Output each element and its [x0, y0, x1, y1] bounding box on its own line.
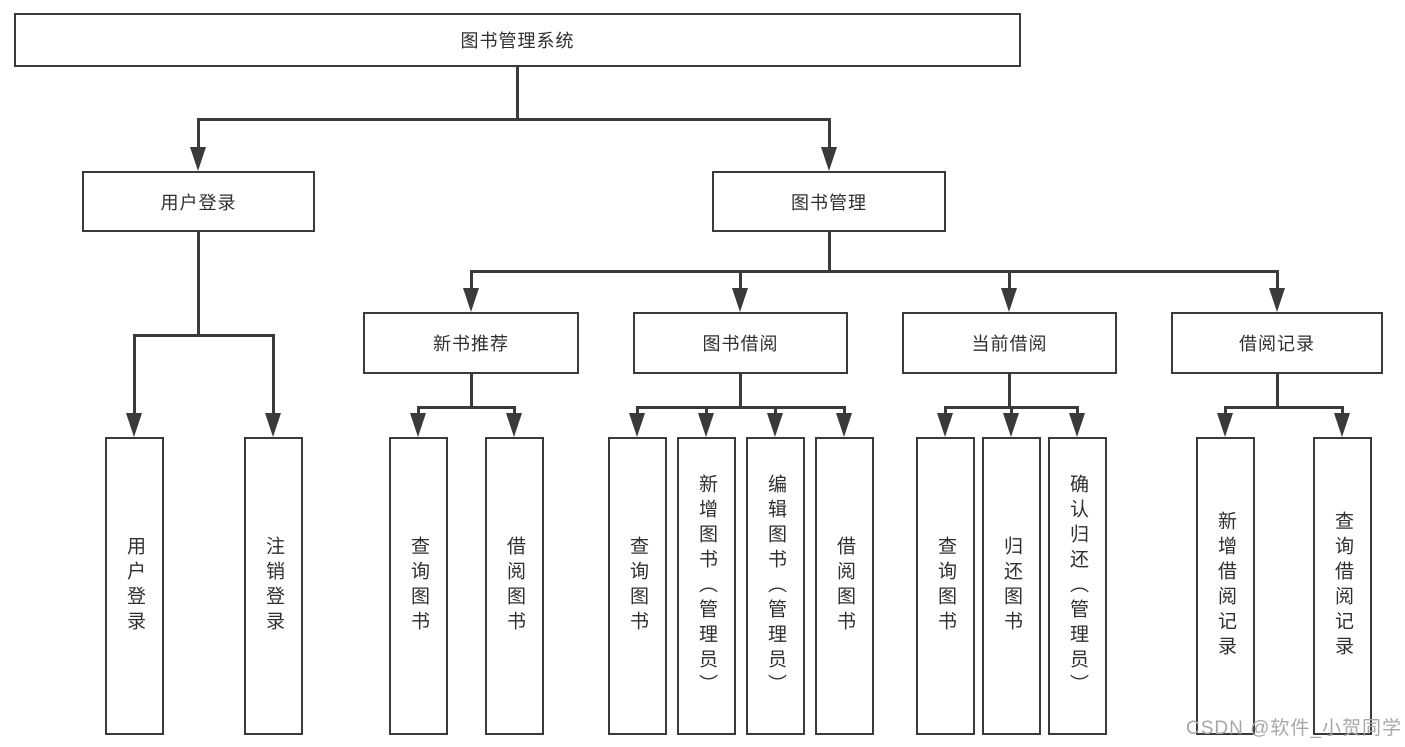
connector-to-leaf [636, 406, 639, 416]
node-library-management-system: 图书管理系统 [14, 13, 1021, 67]
arrowhead-down-icon [732, 288, 748, 312]
connector-book-borrow-stem [739, 374, 742, 409]
node-book-borrowing: 图书借阅 [633, 312, 848, 374]
leaf-label: 查询图书 [935, 536, 956, 636]
connector-to-leaf [843, 406, 846, 416]
leaf-label: 查询借阅记录 [1332, 511, 1353, 661]
arrowhead-down-icon [1003, 413, 1019, 437]
leaf-label: 查询图书 [408, 536, 429, 636]
node-new-book-recommend: 新书推荐 [363, 312, 579, 374]
node-current-borrowing: 当前借阅 [902, 312, 1117, 374]
connector-to-leaf [513, 406, 516, 416]
connector-to-book-management [828, 118, 831, 150]
connector-to-book-borrowing [739, 270, 742, 290]
arrowhead-down-icon [698, 413, 714, 437]
leaf-borrow-books: 借阅图书 [815, 437, 874, 735]
leaf-logout: 注销登录 [244, 437, 303, 735]
connector-book-mgmt-stem [828, 232, 831, 273]
connector-to-leaf-user-login [133, 334, 136, 416]
node-label: 图书管理系统 [460, 31, 575, 51]
node-label: 新书推荐 [433, 334, 509, 354]
arrowhead-down-icon [1069, 413, 1085, 437]
connector-book-mgmt-rail [470, 270, 1279, 273]
connector-to-leaf [705, 406, 708, 416]
connector-user-login-rail [133, 334, 275, 337]
connector-records-stem [1276, 374, 1279, 409]
leaf-confirm-return-admin: 确认归还（管理员） [1048, 437, 1107, 735]
arrowhead-down-icon [506, 413, 522, 437]
arrowhead-down-icon [190, 147, 206, 171]
arrowhead-down-icon [937, 413, 953, 437]
arrowhead-down-icon [821, 147, 837, 171]
node-borrowing-records: 借阅记录 [1171, 312, 1383, 374]
leaf-user-login: 用户登录 [105, 437, 164, 735]
node-label: 借阅记录 [1239, 334, 1315, 354]
csdn-watermark: CSDN @软件_小贺同学 [1186, 718, 1402, 739]
connector-root-stem [516, 66, 519, 119]
leaf-return-books: 归还图书 [982, 437, 1041, 735]
connector-to-user-login [197, 118, 200, 150]
leaf-edit-books-admin: 编辑图书（管理员） [746, 437, 805, 735]
arrowhead-down-icon [410, 413, 426, 437]
connector-to-leaf [1076, 406, 1079, 416]
node-label: 图书管理 [791, 192, 867, 213]
leaf-label: 用户登录 [124, 536, 145, 636]
connector-to-current-borrowing [1008, 270, 1011, 290]
arrowhead-down-icon [1001, 288, 1017, 312]
leaf-label: 归还图书 [1001, 536, 1022, 636]
leaf-label: 新增图书（管理员） [696, 473, 717, 699]
connector-to-leaf [417, 406, 420, 416]
connector-new-book-stem [470, 374, 473, 409]
connector-to-leaf [774, 406, 777, 416]
connector-records-rail [1224, 406, 1344, 409]
connector-to-leaf [1224, 406, 1227, 416]
connector-new-book-rail [417, 406, 516, 409]
leaf-query-books-current: 查询图书 [916, 437, 975, 735]
node-user-login: 用户登录 [82, 171, 315, 232]
connector-current-borrow-stem [1008, 374, 1011, 409]
arrowhead-down-icon [265, 413, 281, 437]
node-label: 图书借阅 [702, 334, 779, 354]
connector-to-leaf-logout [272, 334, 275, 416]
leaf-label: 编辑图书（管理员） [765, 473, 786, 699]
arrowhead-down-icon [836, 413, 852, 437]
connector-book-borrow-rail [636, 406, 845, 409]
leaf-label: 查询图书 [627, 536, 648, 636]
leaf-query-books-borrowing: 查询图书 [608, 437, 667, 735]
arrowhead-down-icon [1217, 413, 1233, 437]
leaf-add-books-admin: 新增图书（管理员） [677, 437, 736, 735]
node-book-management: 图书管理 [712, 171, 946, 232]
connector-to-leaf [1341, 406, 1344, 416]
leaf-query-books-recommend: 查询图书 [389, 437, 448, 735]
leaf-label: 借阅图书 [504, 536, 525, 636]
leaf-label: 新增借阅记录 [1215, 511, 1236, 661]
connector-to-borrowing-records [1276, 270, 1279, 290]
leaf-query-borrow-record: 查询借阅记录 [1313, 437, 1372, 735]
arrowhead-down-icon [1334, 413, 1350, 437]
leaf-label: 确认归还（管理员） [1067, 473, 1088, 699]
leaf-add-borrow-record: 新增借阅记录 [1196, 437, 1255, 735]
arrowhead-down-icon [767, 413, 783, 437]
connector-to-new-book-recommend [470, 270, 473, 290]
leaf-label: 注销登录 [263, 536, 284, 636]
leaf-borrow-books-recommend: 借阅图书 [485, 437, 544, 735]
connector-root-rail [197, 118, 831, 121]
arrowhead-down-icon [463, 288, 479, 312]
leaf-label: 借阅图书 [834, 536, 855, 636]
connector-to-leaf [1010, 406, 1013, 416]
node-label: 用户登录 [160, 192, 237, 213]
arrowhead-down-icon [1269, 288, 1285, 312]
arrowhead-down-icon [126, 413, 142, 437]
node-label: 当前借阅 [971, 334, 1048, 354]
connector-to-leaf [944, 406, 947, 416]
arrowhead-down-icon [629, 413, 645, 437]
connector-user-login-stem [197, 232, 200, 337]
